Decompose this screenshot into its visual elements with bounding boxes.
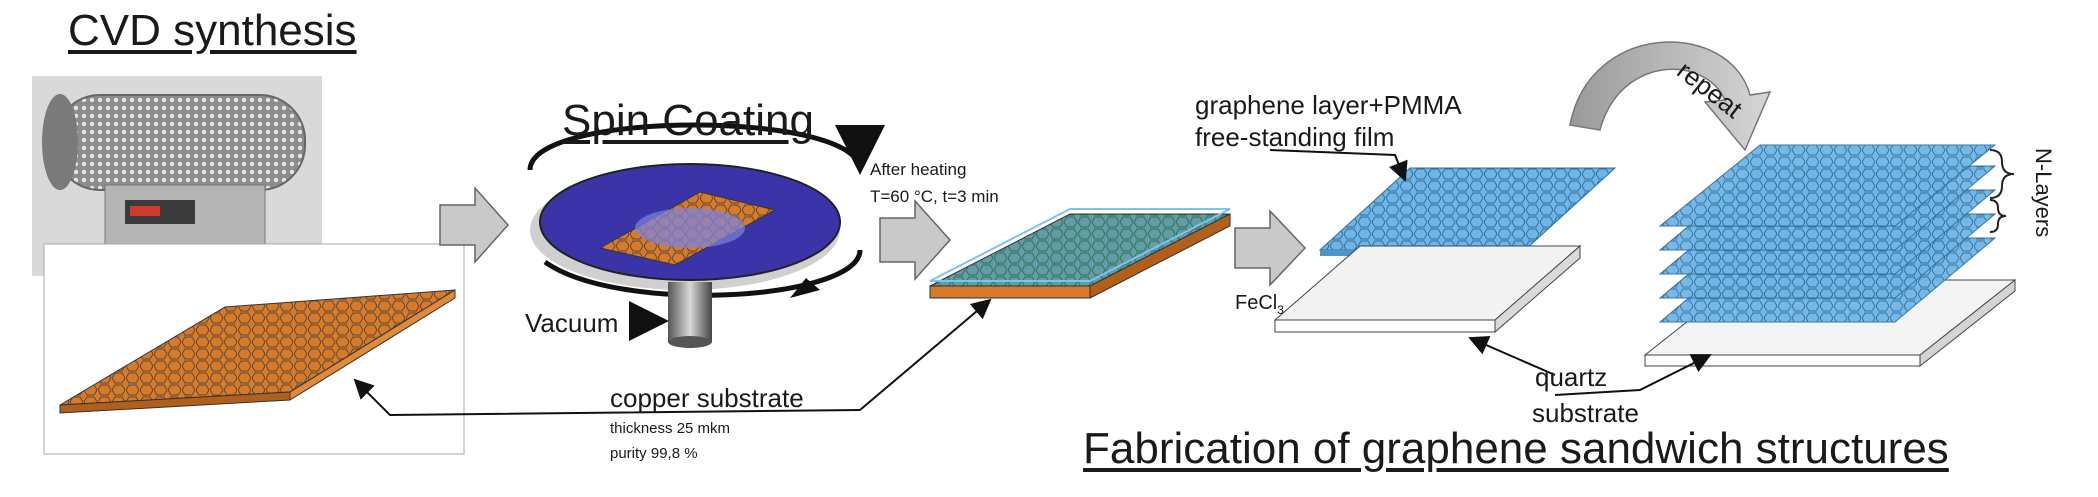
n-layer-stack <box>1624 144 2052 380</box>
purity-label: purity 99,8 % <box>610 445 698 462</box>
process-arrow-1 <box>439 186 510 264</box>
copper-substrate-label: copper substrate <box>610 383 804 413</box>
substrate-label: substrate <box>1532 398 1639 428</box>
free-standing-film-label: free-standing film <box>1195 122 1395 152</box>
leader-lines <box>353 149 1712 417</box>
spin-coater <box>527 122 885 348</box>
fecl3-label: FeCl3 <box>1235 292 1284 317</box>
repeat-arrow <box>1569 41 1772 152</box>
quartz-label: quartz <box>1535 362 1608 392</box>
graphene-film-transfer <box>1273 167 1617 334</box>
fecl3-text: FeCl <box>1235 292 1278 314</box>
cvd-synthesis-title: CVD synthesis <box>68 6 357 55</box>
heating-conditions-label: T=60 °C, t=3 min <box>870 187 999 206</box>
fabrication-title: Fabrication of graphene sandwich structu… <box>1083 424 1949 473</box>
coated-copper-sample <box>929 208 1231 299</box>
thickness-label: thickness 25 mkm <box>610 420 731 437</box>
after-heating-label: After heating <box>870 160 967 179</box>
process-arrow-3 <box>1234 209 1307 287</box>
vacuum-label: Vacuum <box>525 308 619 338</box>
graphene-pmma-label: graphene layer+PMMA <box>1195 90 1462 120</box>
spin-coating-title: Spin Coating <box>562 96 814 145</box>
copper-foil-panel <box>43 243 465 455</box>
furnace-photo <box>32 76 322 276</box>
process-arrow-2 <box>879 199 952 281</box>
fecl3-subscript: 3 <box>1277 303 1284 317</box>
n-layers-label: N-Layers <box>2031 148 2056 238</box>
